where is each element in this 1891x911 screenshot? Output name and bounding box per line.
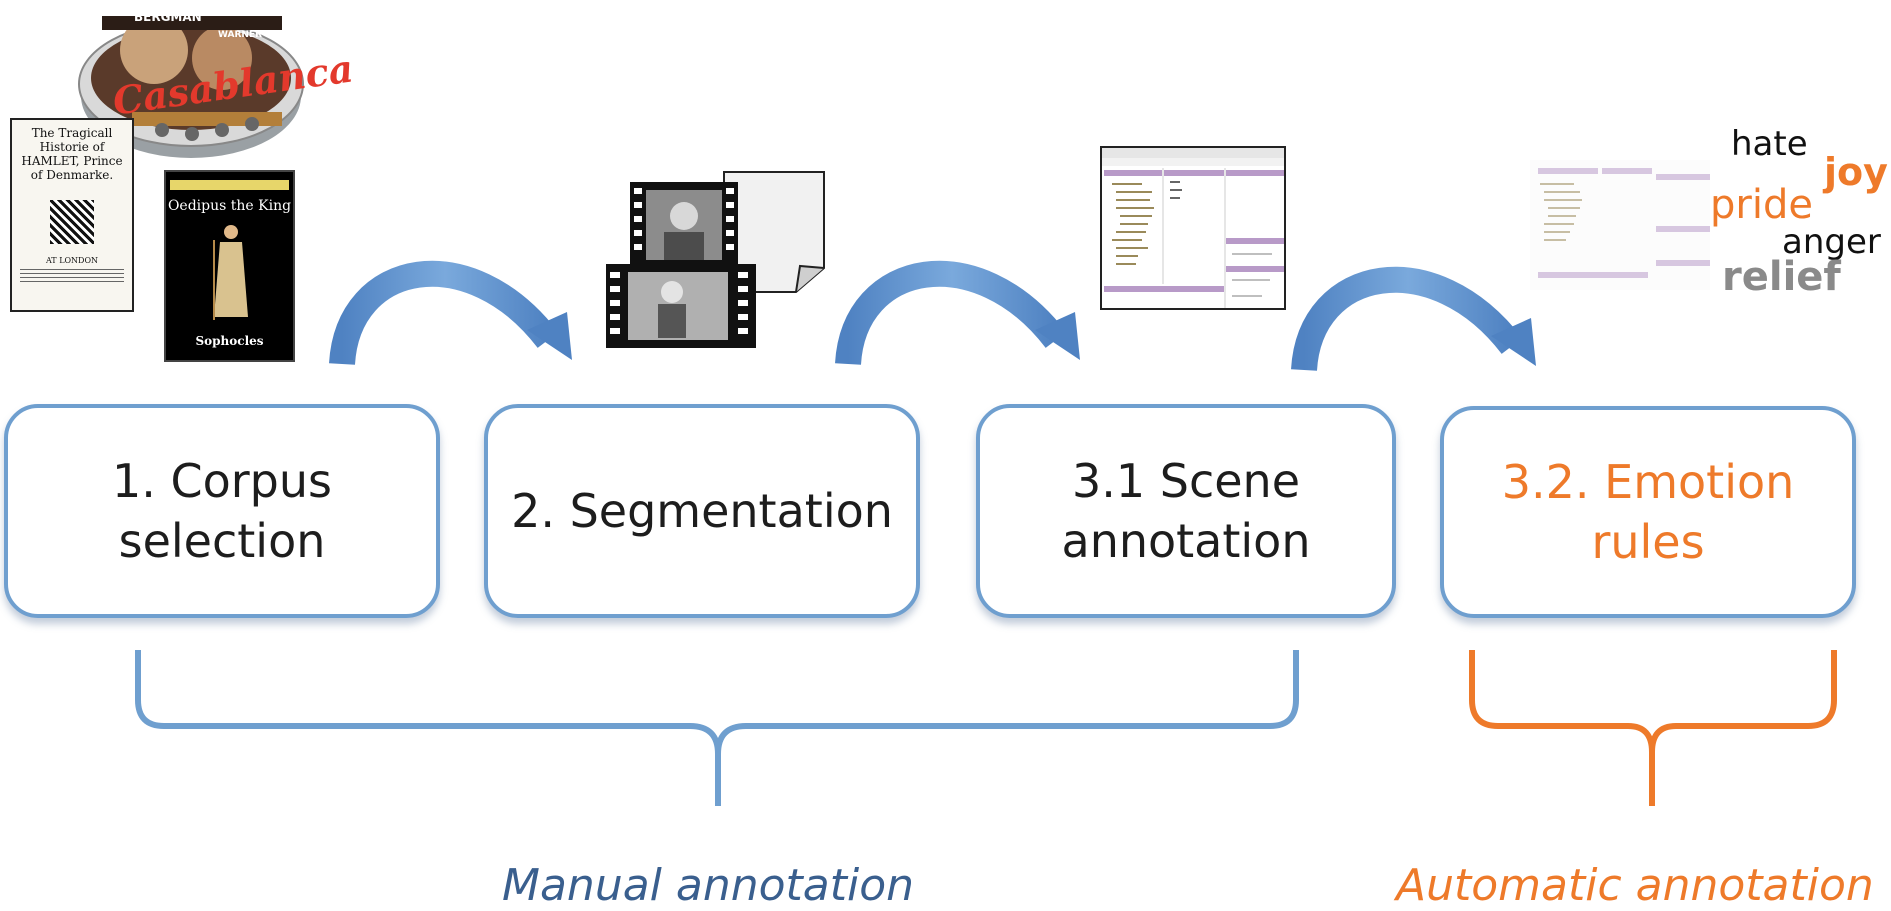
manual-annotation-bracket xyxy=(135,650,1299,806)
curved-arrow-1 xyxy=(329,260,572,366)
manual-annotation-caption: Manual annotation xyxy=(502,860,915,911)
oedipus-author: Sophocles xyxy=(195,334,264,348)
emotion-word-hate: hate xyxy=(1731,124,1808,164)
film-reel-image: BERGMAN WARNER BROS Casablanca xyxy=(72,0,356,160)
faded-tool-screenshot xyxy=(1530,160,1710,290)
step-emotion-rules-box: 3.2. Emotion rules xyxy=(1440,406,1856,618)
segmentation-image xyxy=(604,168,826,354)
step-segmentation-box: 2. Segmentation xyxy=(484,404,920,618)
step-segmentation-label: 2. Segmentation xyxy=(511,484,893,538)
oedipus-title: Oedipus the King xyxy=(167,198,292,214)
film-reel-brand: WARNER BROS xyxy=(218,30,294,40)
automatic-annotation-bracket xyxy=(1469,650,1837,806)
hamlet-place: AT LONDON xyxy=(45,256,99,265)
film-reel-top-text: BERGMAN xyxy=(134,10,202,24)
step-corpus-selection-label: 1. Corpus selection xyxy=(111,454,332,568)
step-corpus-selection-box: 1. Corpus selection xyxy=(4,404,440,618)
hamlet-fineprint xyxy=(20,269,124,283)
curved-arrow-2 xyxy=(835,260,1080,366)
emotion-word-anger: anger xyxy=(1782,222,1881,262)
emotion-word-joy: joy xyxy=(1824,150,1888,194)
curved-arrow-3 xyxy=(1291,266,1536,372)
annotation-tool-screenshot xyxy=(1100,146,1286,310)
step-scene-annotation-box: 3.1 Scene annotation xyxy=(976,404,1396,618)
hamlet-ornament xyxy=(50,200,94,244)
hamlet-book-image: The Tragicall Historie of HAMLET, Prince… xyxy=(10,118,134,312)
oedipus-yellow-band xyxy=(170,180,289,190)
hamlet-title: The Tragicall Historie of HAMLET, Prince… xyxy=(21,126,123,182)
oedipus-book-image: Oedipus the King Sophocles xyxy=(164,170,295,362)
emotion-word-pride: pride xyxy=(1710,182,1813,228)
oedipus-figure-image xyxy=(213,225,248,320)
emotion-word-relief: relief xyxy=(1722,254,1841,300)
step-scene-annotation-label: 3.1 Scene annotation xyxy=(1061,454,1311,568)
automatic-annotation-caption: Automatic annotation xyxy=(1396,860,1874,911)
step-emotion-rules-label: 3.2. Emotion rules xyxy=(1501,455,1795,569)
